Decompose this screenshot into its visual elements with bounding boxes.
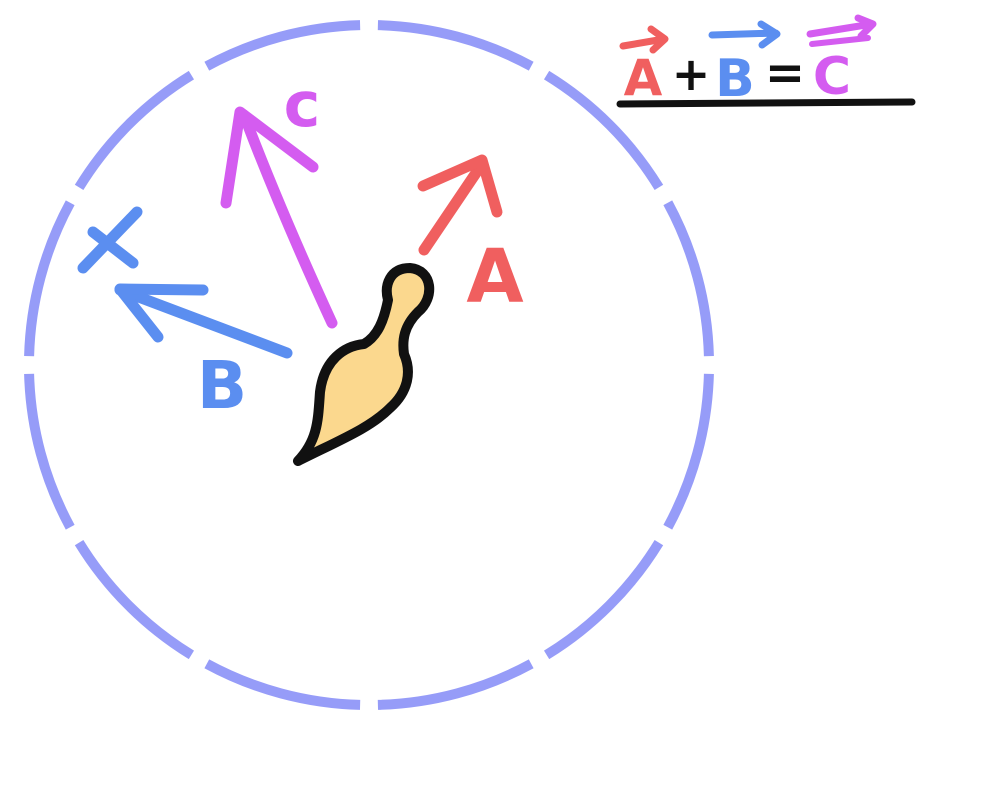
vector-c-arrowhead — [220, 106, 319, 209]
circle-segment — [204, 659, 361, 710]
equation-plus: + — [672, 47, 711, 101]
vector-b-label: B — [197, 347, 247, 424]
equation-arrow-c — [806, 14, 877, 40]
equation-term-c: C — [813, 47, 851, 107]
vector-a: A — [417, 154, 524, 320]
x-marker-stroke-1 — [87, 226, 139, 269]
x-marker — [77, 206, 143, 274]
equation: A + B = C — [616, 14, 916, 109]
circle-segment — [74, 70, 195, 191]
equation-underline — [616, 98, 916, 108]
vector-b: B — [114, 283, 293, 424]
equation-term-b: B — [715, 49, 755, 109]
circle-segment — [377, 659, 534, 710]
equation-equals: = — [765, 45, 805, 101]
circle-segment — [663, 373, 714, 530]
vector-a-shaft — [418, 164, 484, 256]
equation-term-a: A — [624, 49, 663, 107]
circle-segment — [663, 200, 714, 357]
vector-a-label: A — [466, 234, 523, 320]
x-marker-stroke-2 — [77, 206, 143, 274]
circle-segment — [543, 70, 664, 191]
vector-c-shaft — [238, 109, 338, 329]
vector-c-label: c — [284, 68, 321, 141]
circle-segment — [204, 20, 361, 71]
circle-segment — [24, 373, 75, 530]
vector-b-arrowhead — [114, 283, 209, 343]
equation-arrow-c-2 — [809, 35, 871, 47]
vector-c: c — [220, 68, 338, 329]
circle-segment — [24, 200, 75, 357]
circle-segment — [74, 539, 195, 660]
vector-b-shaft — [114, 284, 293, 359]
drop-pointer-shape — [293, 263, 435, 466]
circle-segment — [543, 539, 664, 660]
circle-segment — [377, 20, 534, 71]
vector-a-arrowhead — [417, 154, 503, 218]
drop-pointer-icon — [293, 263, 435, 466]
equation-arrow-b — [708, 20, 781, 49]
dashed-circle — [24, 20, 714, 710]
equation-arrow-a — [619, 25, 669, 54]
